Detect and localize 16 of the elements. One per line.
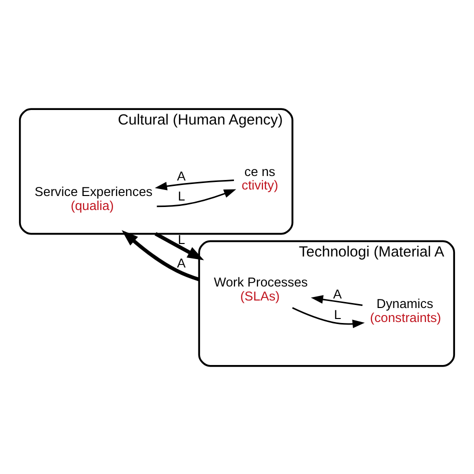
edge-label: A bbox=[333, 286, 342, 302]
edge-label: A bbox=[176, 168, 186, 183]
arrow bbox=[154, 232, 204, 260]
node-text: ce ns ctivity) bbox=[242, 163, 278, 192]
node-text: Service Experiences (qualia) bbox=[34, 184, 152, 212]
node-text: Dynamics (constraints) bbox=[370, 295, 442, 324]
node-text: Work Processes (SLAs) bbox=[214, 274, 308, 304]
arrow bbox=[310, 294, 363, 306]
arrow bbox=[122, 230, 200, 281]
arrow bbox=[156, 188, 236, 207]
edge-label: L bbox=[178, 188, 186, 204]
edge-label: L bbox=[334, 306, 342, 322]
arrow bbox=[154, 179, 234, 190]
edge-label: L bbox=[178, 232, 186, 247]
edge-label: A bbox=[176, 254, 186, 270]
arrow bbox=[292, 306, 365, 328]
